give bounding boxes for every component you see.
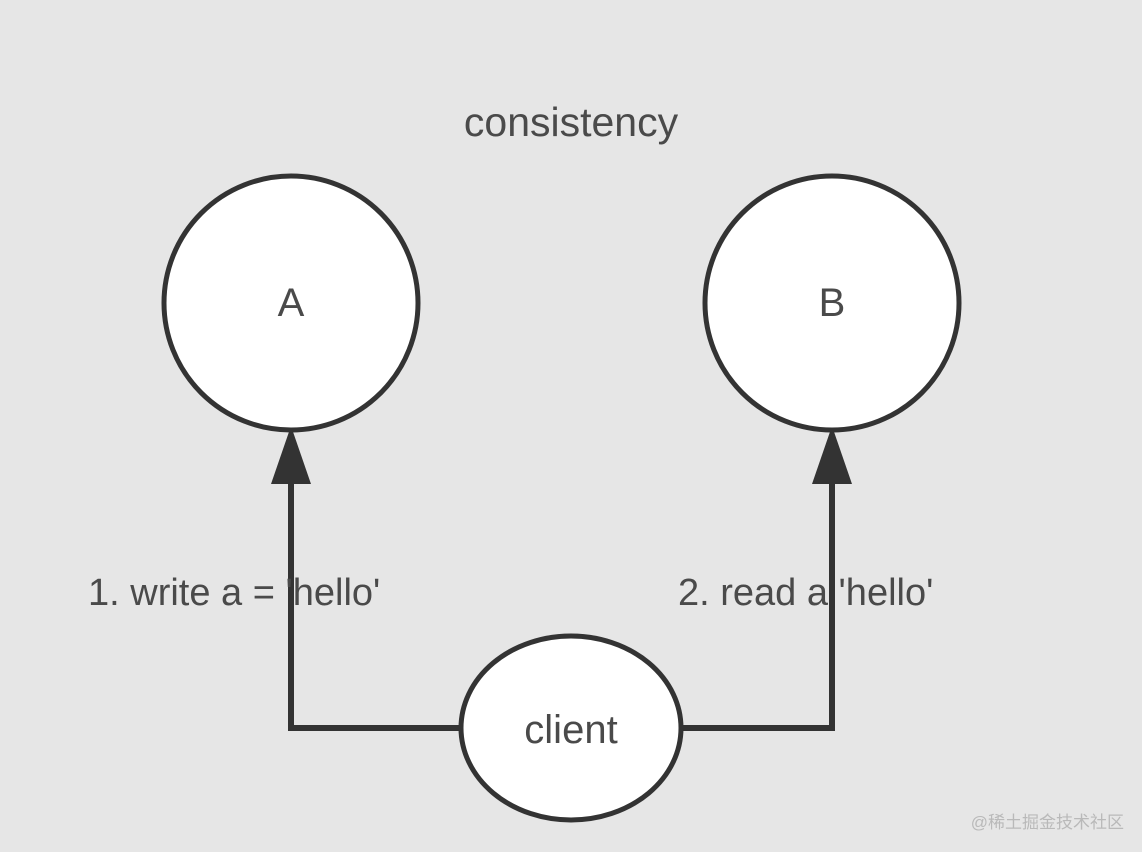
watermark: @稀土掘金技术社区 [971, 813, 1124, 832]
edge-read-connector [681, 483, 835, 731]
node-b-circle[interactable] [702, 173, 962, 433]
node-client-label: client [524, 708, 617, 752]
edge-write-label: 1. write a = 'hello' [88, 572, 380, 614]
node-b-label: B [819, 281, 846, 325]
edge-read-arrowhead-icon [812, 426, 852, 484]
node-client-ellipse[interactable] [458, 633, 684, 823]
node-a-circle[interactable] [161, 173, 421, 433]
edge-write-connector [288, 483, 460, 731]
edge-write-arrowhead-icon [271, 426, 311, 484]
page-title: consistency [464, 99, 679, 145]
node-a-label: A [278, 281, 305, 325]
edge-read-label: 2. read a 'hello' [678, 572, 933, 614]
